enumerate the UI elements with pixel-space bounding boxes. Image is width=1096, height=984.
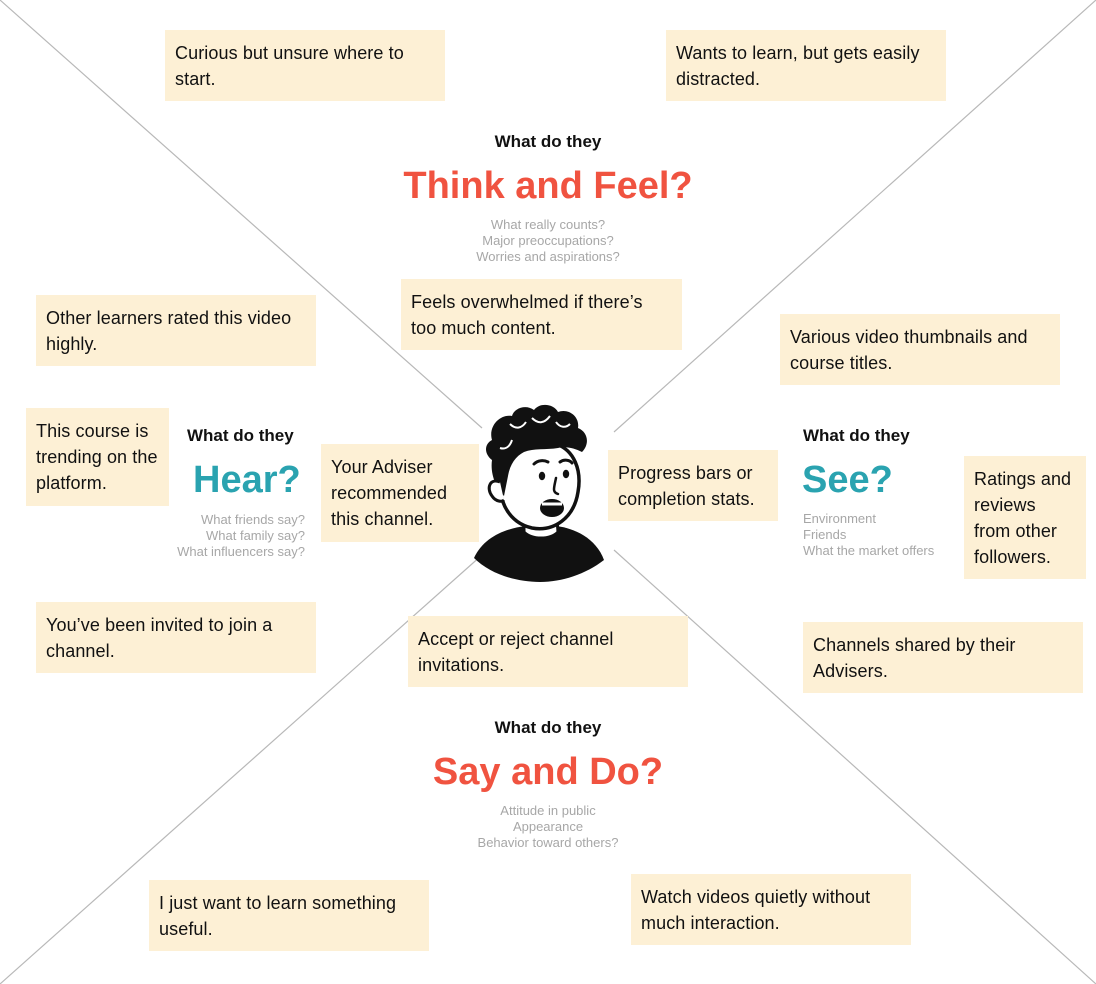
sticky-note-hear-2[interactable]: This course is trending on the platform. bbox=[26, 408, 169, 506]
say-hint: Behavior toward others? bbox=[477, 835, 619, 850]
see-hint: Friends bbox=[803, 527, 847, 542]
hear-hint: What family say? bbox=[206, 528, 305, 543]
think-title: Think and Feel? bbox=[403, 165, 693, 207]
sticky-note-hear-4[interactable]: You’ve been invited to join a channel. bbox=[36, 602, 316, 673]
hear-hint: What influencers say? bbox=[177, 544, 305, 559]
see-prompt: What do they bbox=[803, 426, 910, 445]
sticky-note-say-2[interactable]: I just want to learn something useful. bbox=[149, 880, 429, 951]
think-hint: What really counts? bbox=[490, 217, 606, 232]
person-face-icon bbox=[474, 404, 604, 582]
divider-top-left bbox=[0, 0, 483, 429]
say-hint: Attitude in public bbox=[500, 803, 596, 818]
sticky-note-see-2[interactable]: Progress bars or completion stats. bbox=[608, 450, 778, 521]
sticky-note-think-2[interactable]: Wants to learn, but gets easily distract… bbox=[666, 30, 946, 101]
sticky-note-say-1[interactable]: Accept or reject channel invitations. bbox=[408, 616, 688, 687]
see-hint: Environment bbox=[803, 511, 876, 526]
say-prompt: What do they bbox=[494, 718, 602, 737]
sticky-note-see-3[interactable]: Ratings and reviews from other followers… bbox=[964, 456, 1086, 579]
sticky-note-hear-1[interactable]: Other learners rated this video highly. bbox=[36, 295, 316, 366]
think-hint: Major preoccupations? bbox=[482, 233, 614, 248]
see-title: See? bbox=[802, 459, 893, 501]
hear-hints: What friends say? What family say? What … bbox=[105, 512, 305, 560]
say-hint: Appearance bbox=[512, 819, 584, 834]
hear-title: Hear? bbox=[193, 459, 301, 501]
hear-prompt: What do they bbox=[187, 426, 294, 445]
divider-bottom-left bbox=[0, 554, 483, 984]
sticky-note-say-3[interactable]: Watch videos quietly without much intera… bbox=[631, 874, 911, 945]
sticky-note-hear-3[interactable]: Your Adviser recommended this channel. bbox=[321, 444, 479, 542]
sticky-note-see-1[interactable]: Various video thumbnails and course titl… bbox=[780, 314, 1060, 385]
see-hints: Environment Friends What the market offe… bbox=[803, 511, 963, 559]
say-hints: Attitude in public Appearance Behavior t… bbox=[448, 803, 648, 851]
think-hints: What really counts? Major preoccupations… bbox=[448, 217, 648, 265]
sticky-note-think-3[interactable]: Feels overwhelmed if there’s too much co… bbox=[401, 279, 682, 350]
divider-bottom-right bbox=[613, 549, 1096, 984]
sticky-note-see-4[interactable]: Channels shared by their Advisers. bbox=[803, 622, 1083, 693]
think-prompt: What do they bbox=[494, 132, 602, 151]
say-title: Say and Do? bbox=[432, 751, 664, 793]
divider-top-right bbox=[613, 0, 1096, 433]
hear-hint: What friends say? bbox=[200, 512, 305, 527]
sticky-note-think-1[interactable]: Curious but unsure where to start. bbox=[165, 30, 445, 101]
think-hint: Worries and aspirations? bbox=[476, 249, 620, 264]
see-hint: What the market offers bbox=[803, 543, 935, 558]
